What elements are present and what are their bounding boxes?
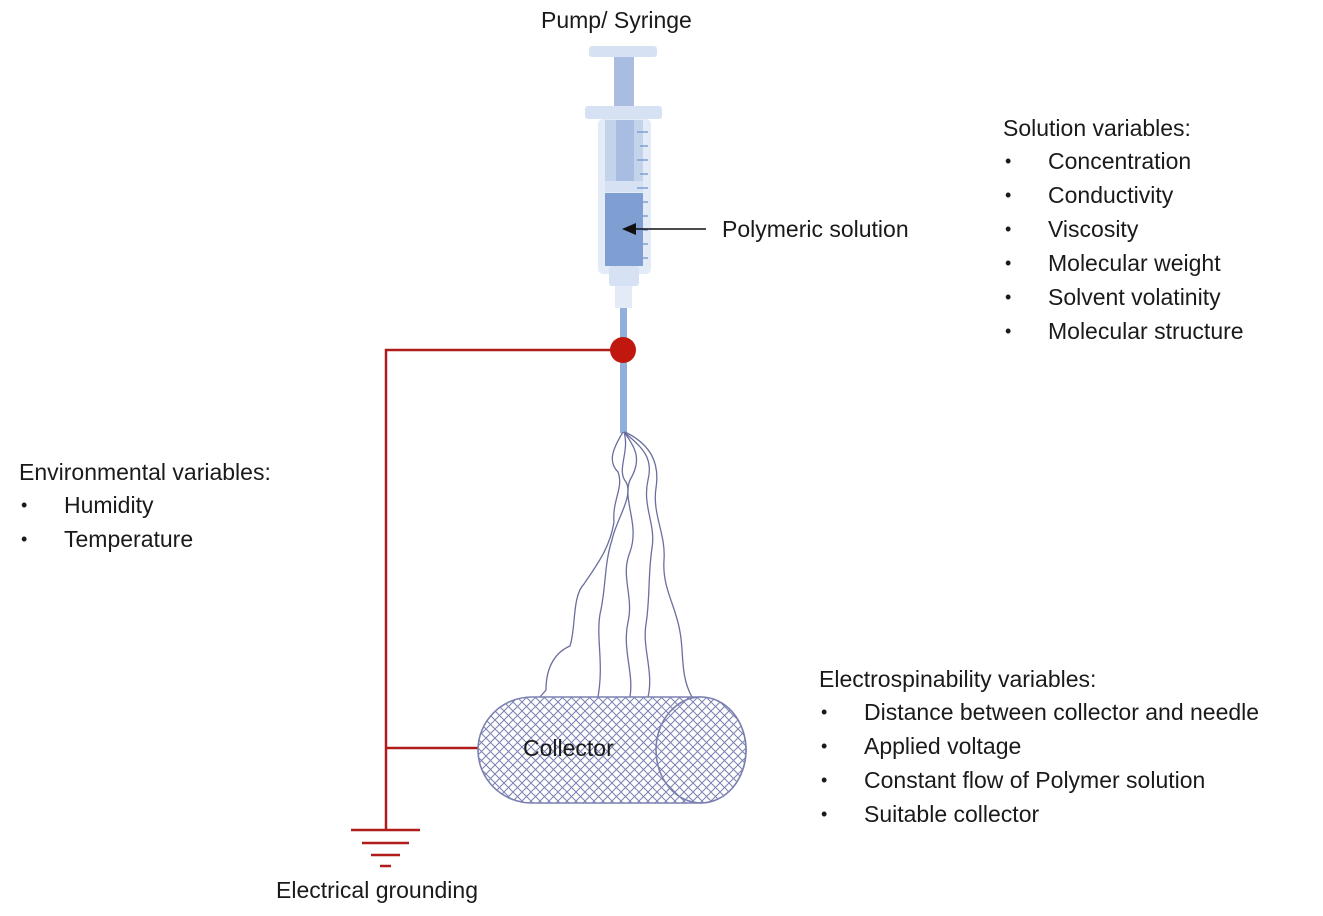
grounding-label: Electrical grounding	[276, 877, 479, 903]
ground-icon	[351, 828, 420, 868]
polymeric-solution-label: Polymeric solution	[722, 216, 909, 242]
electrospinability-variables-list: •Distance between collector and needle •…	[819, 700, 1259, 836]
solution-variables-list: •Concentration •Conductivity •Viscosity …	[1003, 149, 1244, 353]
solution-variables-title: Solution variables:	[1003, 115, 1191, 141]
list-item: •Humidity	[21, 492, 154, 518]
list-item: •Molecular weight	[1005, 250, 1221, 276]
pump-label: Pump/ Syringe	[541, 7, 692, 33]
list-item: •Applied voltage	[821, 733, 1022, 759]
environmental-variables-block: Environmental variables: •Humidity •Temp…	[19, 461, 271, 561]
list-item: •Solvent volatinity	[1005, 284, 1221, 310]
collector-drum[interactable]	[477, 696, 747, 804]
solution-arrow	[622, 223, 706, 235]
needle	[620, 308, 627, 433]
list-item: •Concentration	[1005, 148, 1192, 174]
environmental-variables-title: Environmental variables:	[19, 459, 271, 485]
circuit-wire	[384, 348, 623, 830]
list-item: •Viscosity	[1005, 216, 1139, 242]
collector-label: Collector	[523, 735, 614, 761]
list-item: •Constant flow of Polymer solution	[821, 767, 1206, 793]
list-item: •Molecular structure	[1005, 318, 1244, 344]
list-item: •Suitable collector	[821, 801, 1040, 827]
syringe-icon	[585, 46, 662, 308]
voltage-junction	[610, 337, 636, 363]
fibers	[539, 431, 693, 698]
environmental-variables-list: •Humidity •Temperature	[19, 493, 271, 561]
list-item: •Conductivity	[1005, 182, 1174, 208]
electrospinability-variables-title: Electrospinability variables:	[819, 666, 1097, 692]
solution-variables-block: Solution variables: •Concentration •Cond…	[1003, 117, 1244, 353]
list-item: •Distance between collector and needle	[821, 699, 1260, 725]
electrospinability-variables-block: Electrospinability variables: •Distance …	[819, 668, 1259, 836]
list-item: •Temperature	[21, 526, 194, 552]
